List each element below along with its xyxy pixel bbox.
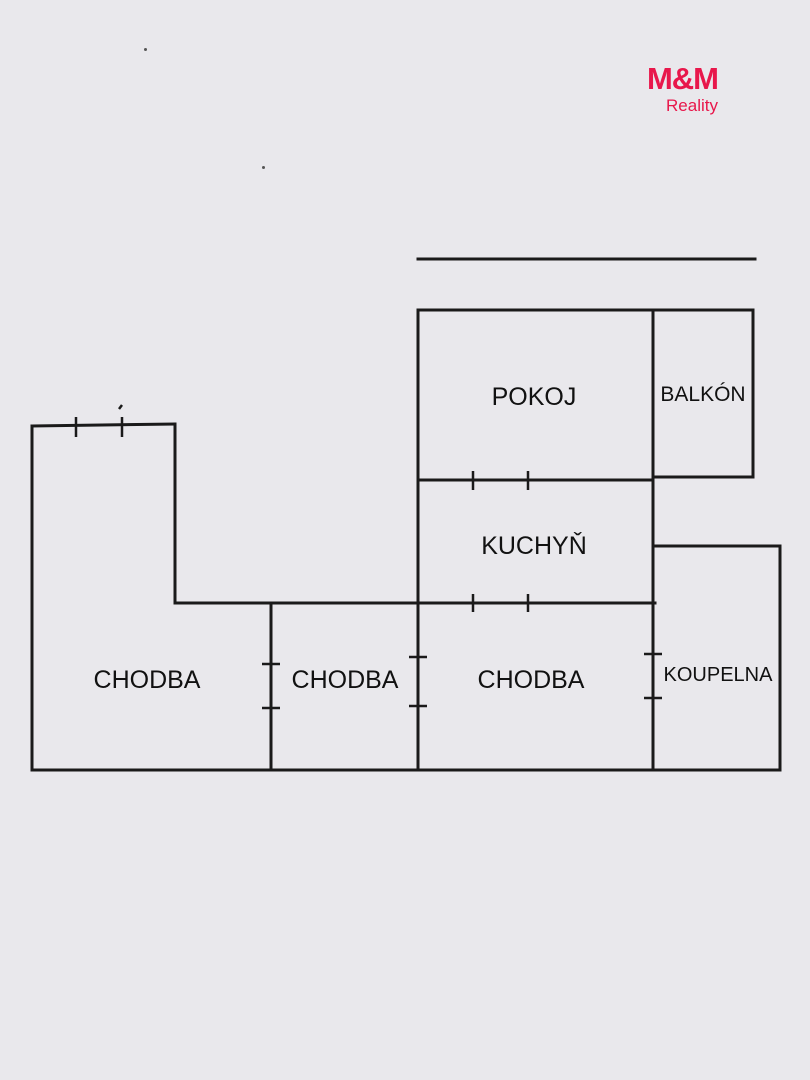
room-label-koupelna: KOUPELNA (664, 664, 774, 686)
room-label-chodba-middle: CHODBA (292, 666, 399, 694)
brand-logo: M&M Reality (612, 60, 732, 124)
brand-logo-mark: M&M (646, 61, 719, 96)
room-label-chodba-right: CHODBA (478, 666, 585, 694)
room-label-pokoj: POKOJ (492, 383, 577, 411)
room-label-kuchyn: KUCHYŇ (481, 531, 587, 560)
door-marks (74, 404, 662, 710)
wall-left-top (30, 422, 177, 428)
brand-logo-sub: Reality (666, 96, 718, 115)
room-label-chodba-left: CHODBA (94, 666, 201, 694)
room-labels: POKOJ BALKÓN KUCHYŇ CHODBA CHODBA CHODBA… (94, 383, 774, 694)
walls (30, 257, 782, 772)
room-label-balkon: BALKÓN (660, 383, 745, 406)
door-mark (118, 404, 123, 410)
paper-speck (144, 48, 147, 51)
paper-speck (262, 166, 265, 169)
